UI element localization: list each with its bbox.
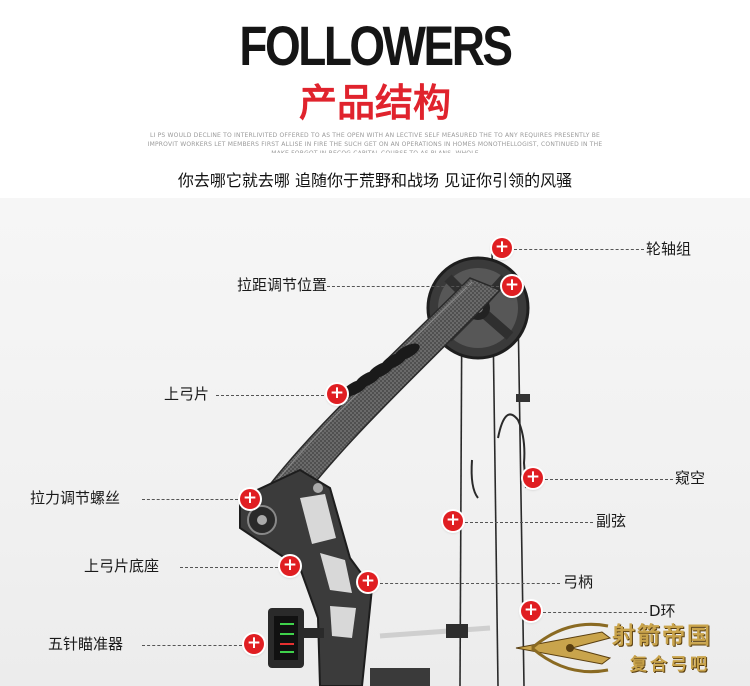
header: FOLLOWERS 产品结构 LI PS WOULD DECLINE TO IN… [0, 0, 750, 200]
label-draw-weight-screw: 拉力调节螺丝 [30, 488, 120, 508]
leader-grip [380, 583, 560, 584]
marker-wheel[interactable]: + [492, 238, 512, 258]
leader-cutout [545, 479, 673, 480]
leader-draw [327, 286, 499, 287]
label-draw: 拉距调节位置 [237, 275, 327, 295]
label-cutout: 窥空 [675, 468, 705, 488]
marker-upper-limb[interactable]: + [327, 384, 347, 404]
watermark-logo: 射箭帝国 复合弓吧 [512, 612, 748, 684]
label-limb-base: 上弓片底座 [84, 556, 159, 576]
label-upper-limb: 上弓片 [164, 384, 209, 404]
slogan: 你去哪它就去哪 追随你于荒野和战场 见证你引领的风骚 [0, 170, 750, 192]
marker-cutout[interactable]: + [523, 468, 543, 488]
marker-draw[interactable]: + [502, 276, 522, 296]
marker-sub-string[interactable]: + [443, 511, 463, 531]
marker-draw-weight-screw[interactable]: + [240, 489, 260, 509]
marker-sight[interactable]: + [244, 634, 264, 654]
leader-sight [142, 645, 242, 646]
marker-limb-base[interactable]: + [280, 556, 300, 576]
marker-grip[interactable]: + [358, 572, 378, 592]
section-subtitle: 产品结构 [0, 80, 750, 126]
label-sub-string: 副弦 [596, 511, 626, 531]
brand-title: FOLLOWERS [68, 14, 683, 78]
leader-limb-base [180, 567, 278, 568]
leader-upper-limb [216, 395, 324, 396]
label-sight: 五针瞄准器 [48, 634, 123, 654]
logo-main-text: 射箭帝国 [612, 616, 712, 650]
leader-wheel [514, 249, 644, 250]
label-grip: 弓柄 [563, 572, 593, 592]
leader-sub-string [465, 522, 593, 523]
arrow-emblem-icon [512, 612, 622, 684]
leader-draw-weight-screw [142, 499, 238, 500]
label-wheel: 轮轴组 [646, 239, 691, 259]
fine-print: LI PS WOULD DECLINE TO INTERLIVITED OFFE… [140, 131, 610, 153]
logo-sub-text: 复合弓吧 [630, 650, 710, 675]
